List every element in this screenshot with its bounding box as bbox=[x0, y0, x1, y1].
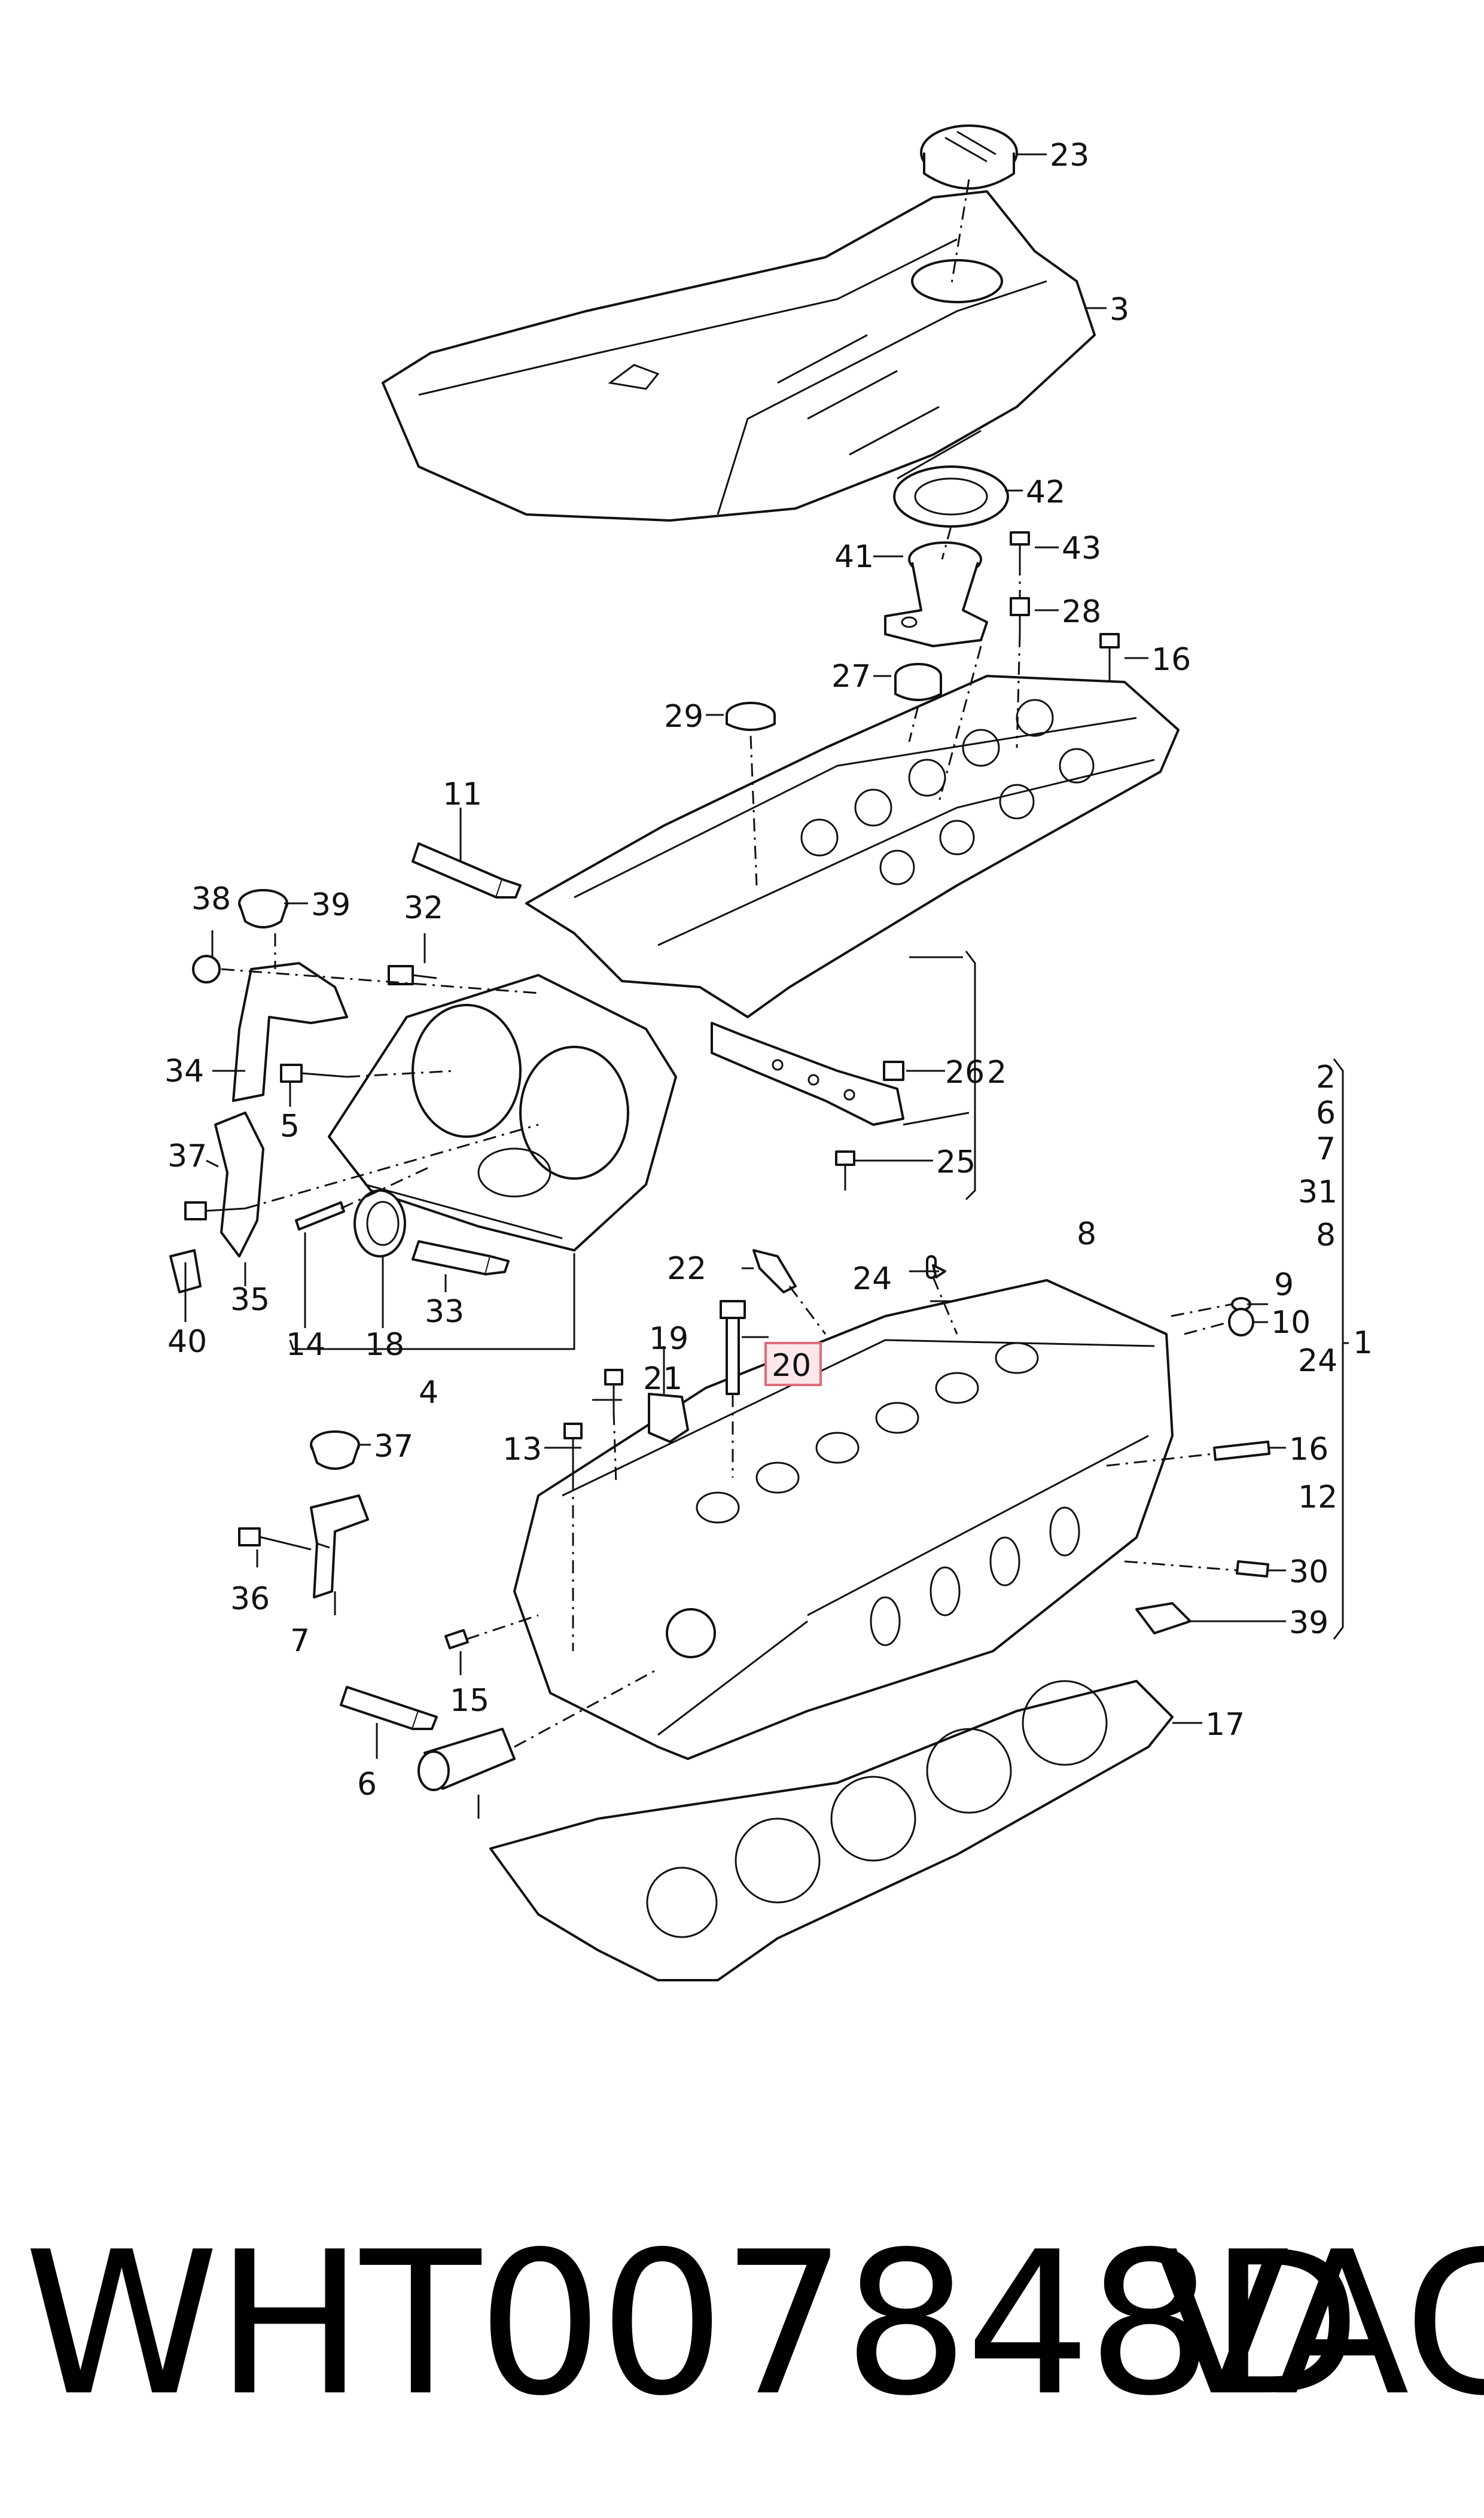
callout-label: 2 bbox=[987, 1055, 1007, 1091]
callout-label: 21 bbox=[643, 1361, 682, 1397]
callout-label: 41 bbox=[834, 539, 874, 575]
callout-label: 33 bbox=[425, 1294, 464, 1330]
oil-filler-neck bbox=[884, 541, 988, 647]
callout-label: 10 bbox=[1271, 1305, 1311, 1341]
callout-label: 30 bbox=[1289, 1554, 1328, 1590]
callout-label: 37 bbox=[167, 1138, 207, 1174]
callout-label: 6 bbox=[357, 1767, 377, 1803]
callout-label: 7 bbox=[1316, 1131, 1336, 1167]
leader-lines bbox=[184, 153, 1349, 1819]
cylinder-head bbox=[513, 1279, 1174, 1760]
callout-label: 38 bbox=[191, 881, 231, 917]
sleeve-6 bbox=[418, 1728, 516, 1791]
callout-label: 20 bbox=[772, 1348, 811, 1384]
cylinder-head-cover bbox=[525, 675, 1180, 1018]
callout-label: 32 bbox=[404, 890, 443, 926]
stud-14 bbox=[295, 1201, 345, 1231]
head-gasket bbox=[489, 1680, 1174, 1981]
callout-label: 39 bbox=[311, 887, 351, 923]
callout-label: 28 bbox=[1062, 594, 1101, 630]
callout-label: 13 bbox=[502, 1432, 542, 1467]
head-fasteners bbox=[563, 1249, 1270, 1634]
callout-label: 1 bbox=[1353, 1325, 1373, 1361]
callout-label: 6 bbox=[1316, 1095, 1336, 1131]
sealant-tube-11 bbox=[412, 842, 522, 899]
callout-label: 16 bbox=[1151, 642, 1191, 678]
callout-label: 36 bbox=[230, 1581, 270, 1617]
callout-label: 29 bbox=[664, 699, 703, 735]
callout-label: 8 bbox=[1316, 1217, 1336, 1253]
callout-label: 42 bbox=[1026, 474, 1065, 510]
bracket-36 bbox=[238, 1430, 369, 1599]
callout-label: 19 bbox=[649, 1321, 688, 1357]
seal-ring bbox=[893, 465, 1009, 528]
callout-label: 31 bbox=[1298, 1174, 1337, 1210]
callout-label: 24 bbox=[852, 1261, 892, 1297]
sealant-tube-33 bbox=[412, 1240, 510, 1275]
seal-18 bbox=[354, 1189, 406, 1258]
callout-label: 11 bbox=[443, 777, 482, 812]
callout-label: 34 bbox=[164, 1054, 204, 1089]
callout-label: 37 bbox=[374, 1429, 413, 1464]
callout-label: 12 bbox=[1298, 1479, 1337, 1515]
cover-gasket-strip bbox=[711, 1022, 904, 1191]
callout-label: 39 bbox=[1289, 1605, 1328, 1641]
callout-label: 23 bbox=[1050, 138, 1089, 173]
callout-label: 35 bbox=[230, 1282, 270, 1318]
bracket-34 bbox=[192, 889, 348, 1102]
callout-label: 3 bbox=[1110, 292, 1129, 328]
bolt-32 bbox=[388, 965, 437, 985]
callout-label: 8 bbox=[1077, 1216, 1096, 1252]
callout-labels: 23 3 42 41 43 28 16 27 29 11 38 39 32 34… bbox=[164, 138, 1373, 1803]
callout-label: 26 bbox=[945, 1055, 985, 1091]
callout-label: 9 bbox=[1274, 1267, 1294, 1303]
callout-label: 40 bbox=[167, 1324, 207, 1360]
callout-label: 4 bbox=[419, 1375, 438, 1411]
callout-label: 25 bbox=[936, 1144, 976, 1180]
oil-filler-cap bbox=[920, 124, 1018, 190]
callout-label: 2 bbox=[1316, 1059, 1336, 1095]
callout-label: 14 bbox=[286, 1327, 325, 1363]
callout-label: 15 bbox=[450, 1683, 489, 1719]
highlight-box bbox=[764, 1342, 822, 1386]
callout-label: 22 bbox=[667, 1251, 706, 1287]
callout-label: 27 bbox=[831, 659, 871, 695]
engine-cover bbox=[382, 190, 1096, 522]
bolt-5 bbox=[280, 1064, 348, 1083]
callout-label: 16 bbox=[1289, 1432, 1328, 1467]
callout-label: 7 bbox=[290, 1623, 310, 1659]
callout-label: 18 bbox=[365, 1327, 404, 1363]
brand-name: VAG bbox=[1154, 2209, 1484, 2439]
pin-7 bbox=[444, 1629, 469, 1649]
callout-label: 5 bbox=[280, 1109, 300, 1144]
callout-label: 17 bbox=[1205, 1707, 1245, 1743]
timing-case-cover bbox=[328, 974, 677, 1252]
caps bbox=[726, 663, 942, 731]
callout-label: 43 bbox=[1062, 531, 1101, 567]
part-number: WHT007848D bbox=[24, 2209, 1361, 2439]
sealant-tube-15 bbox=[340, 1686, 438, 1730]
callout-label: 24 bbox=[1298, 1343, 1337, 1379]
